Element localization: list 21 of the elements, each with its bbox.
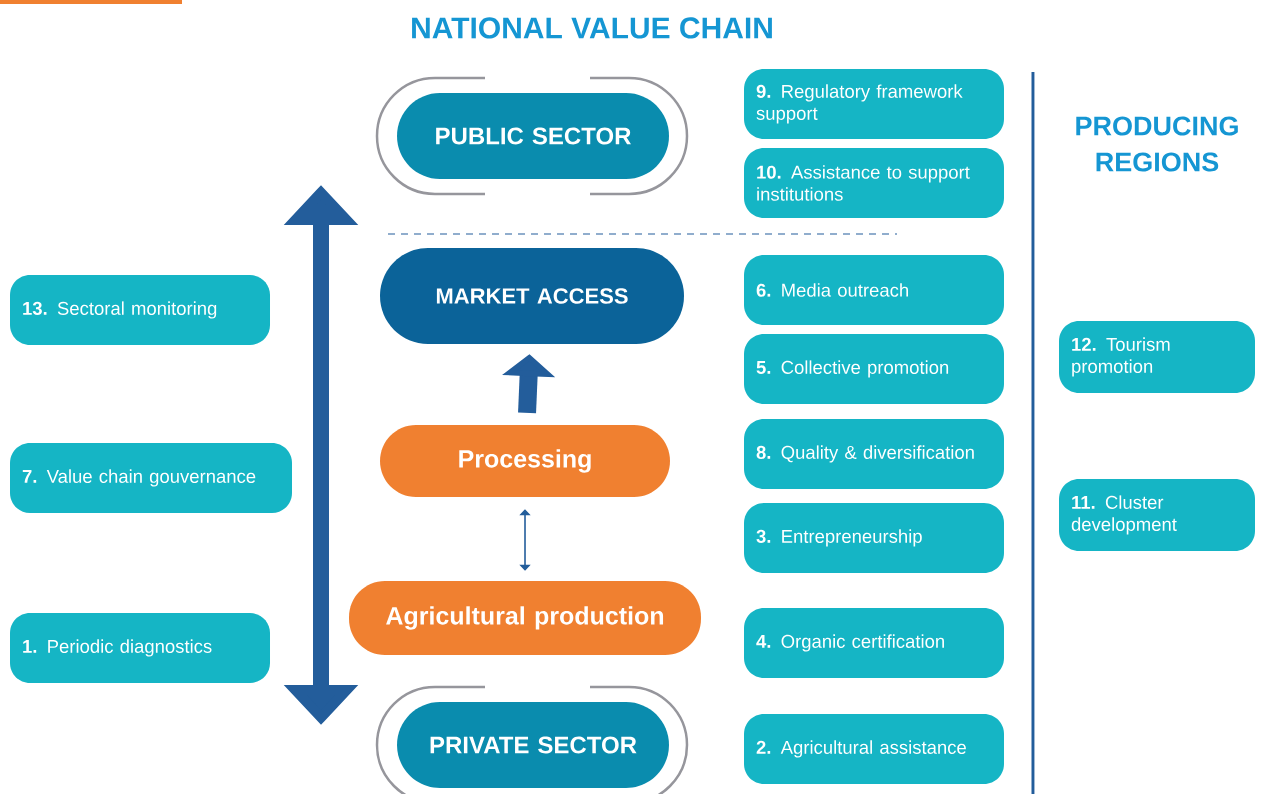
activity-card: 8. Quality & diversification [744, 419, 1004, 489]
stage-pill: Agricultural production [349, 581, 701, 655]
title: NATIONAL VALUE CHAIN [412, 17, 772, 39]
activity-card: 11. Cluster development [1059, 479, 1255, 551]
activity-card: 4. Organic certification [744, 608, 1004, 678]
stage-pill: Processing [380, 425, 670, 497]
region-heading: PRODUCING REGIONS [1076, 116, 1238, 172]
activity-card: 1. Periodic diagnostics [10, 613, 270, 683]
activity-card: 5. Collective promotion [744, 334, 1004, 404]
activity-card: 10. Assistance to support institutions [744, 148, 1004, 218]
activity-card: 3. Entrepreneurship [744, 503, 1004, 573]
sector-pill: PUBLIC SECTOR [397, 93, 669, 179]
activity-card: 12. Tourism promotion [1059, 321, 1255, 393]
activity-card: 2. Agricultural assistance [744, 714, 1004, 784]
activity-card: 6. Media outreach [744, 255, 1004, 325]
activity-card: 13. Sectoral monitoring [10, 275, 270, 345]
stage-pill: MARKET ACCESS [380, 248, 684, 344]
arrow [519, 509, 531, 571]
sector-pill: PRIVATE SECTOR [397, 702, 669, 788]
activity-card: 9. Regulatory framework support [744, 69, 1004, 139]
activity-card: 7. Value chain gouvernance [10, 443, 292, 513]
